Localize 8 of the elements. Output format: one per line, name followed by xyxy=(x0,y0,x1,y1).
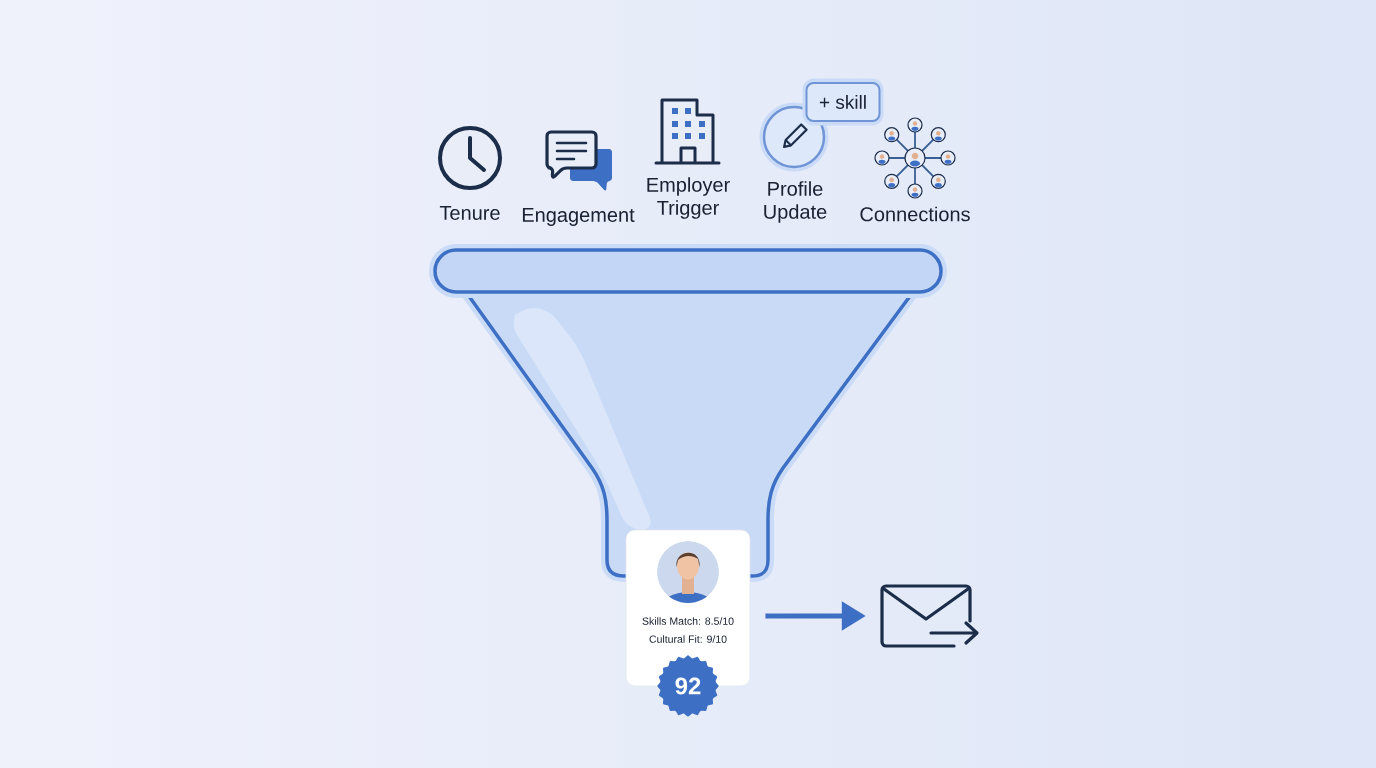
icon-label: Employer Trigger xyxy=(647,177,730,219)
tag-box: + skill xyxy=(802,78,884,126)
score-badge: 92 xyxy=(657,655,719,717)
icon-label: Engagement xyxy=(522,208,635,226)
envelope-icon xyxy=(880,584,979,648)
icon-label: Profile Update xyxy=(764,181,827,223)
icon-label: Connections xyxy=(860,206,970,222)
icon-label: Tenure xyxy=(439,206,500,220)
